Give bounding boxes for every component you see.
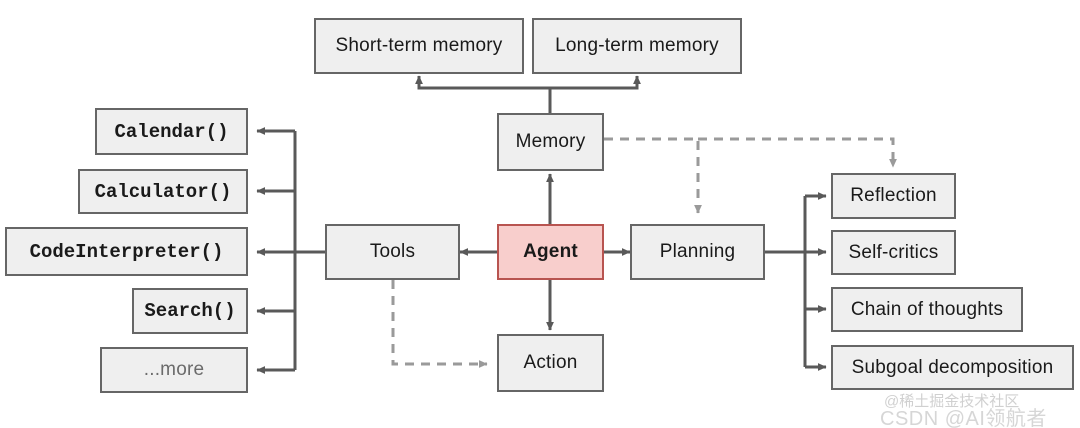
edge-tools-dashed-to-action <box>391 280 488 368</box>
node-memory[interactable]: Memory <box>497 113 604 171</box>
node-short-term-memory[interactable]: Short-term memory <box>314 18 524 74</box>
node-reflection[interactable]: Reflection <box>831 173 956 219</box>
node-code-interpreter[interactable]: CodeInterpreter() <box>5 227 248 276</box>
node-self-critics[interactable]: Self-critics <box>831 230 956 275</box>
edge-memory-dashed-to-planning <box>604 137 702 214</box>
edge-memory-dashed-to-reflection <box>698 137 897 168</box>
node-chain-of-thoughts[interactable]: Chain of thoughts <box>831 287 1023 332</box>
node-tools[interactable]: Tools <box>325 224 460 280</box>
node-agent[interactable]: Agent <box>497 224 604 280</box>
node-more[interactable]: ...more <box>100 347 248 393</box>
node-calculator[interactable]: Calculator() <box>78 169 248 214</box>
node-planning[interactable]: Planning <box>630 224 765 280</box>
node-calendar[interactable]: Calendar() <box>95 108 248 155</box>
node-long-term-memory[interactable]: Long-term memory <box>532 18 742 74</box>
edge-memory-to-long-term <box>550 75 641 90</box>
node-search[interactable]: Search() <box>132 288 248 334</box>
node-action[interactable]: Action <box>497 334 604 392</box>
watermark-csdn: CSDN @AI领航者 <box>880 408 1047 428</box>
edge-memory-to-short-term <box>415 75 552 113</box>
watermark-juejin: @稀土掘金技术社区 <box>884 393 1020 410</box>
node-subgoal-decomposition[interactable]: Subgoal decomposition <box>831 345 1074 390</box>
